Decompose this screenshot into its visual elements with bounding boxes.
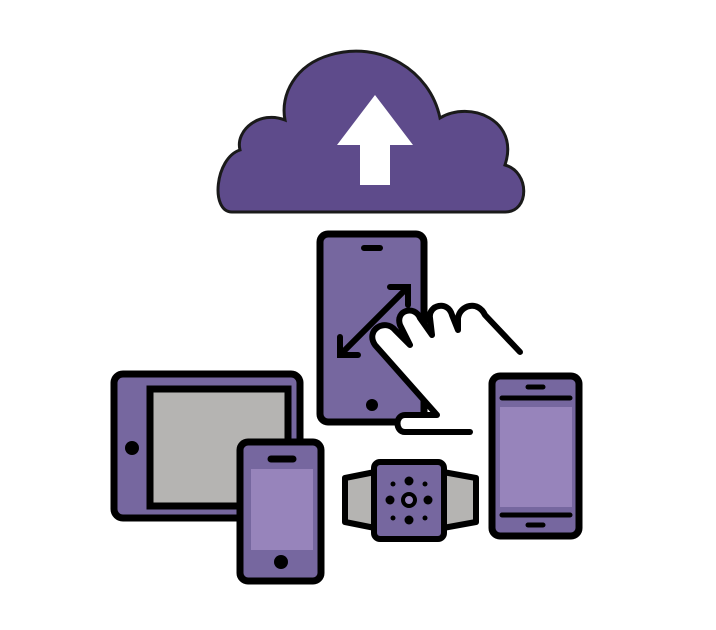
hand-pointer-icon	[369, 302, 523, 435]
zoom-arrows-icon	[337, 284, 411, 358]
upload-arrow-icon	[337, 95, 413, 185]
smartphone-large-icon	[488, 372, 583, 540]
cloud-upload-icon	[216, 49, 526, 214]
smartwatch-icon	[342, 459, 479, 542]
smartphone-icon	[236, 438, 325, 585]
smartphone-touch-zoom-icon	[316, 230, 523, 435]
